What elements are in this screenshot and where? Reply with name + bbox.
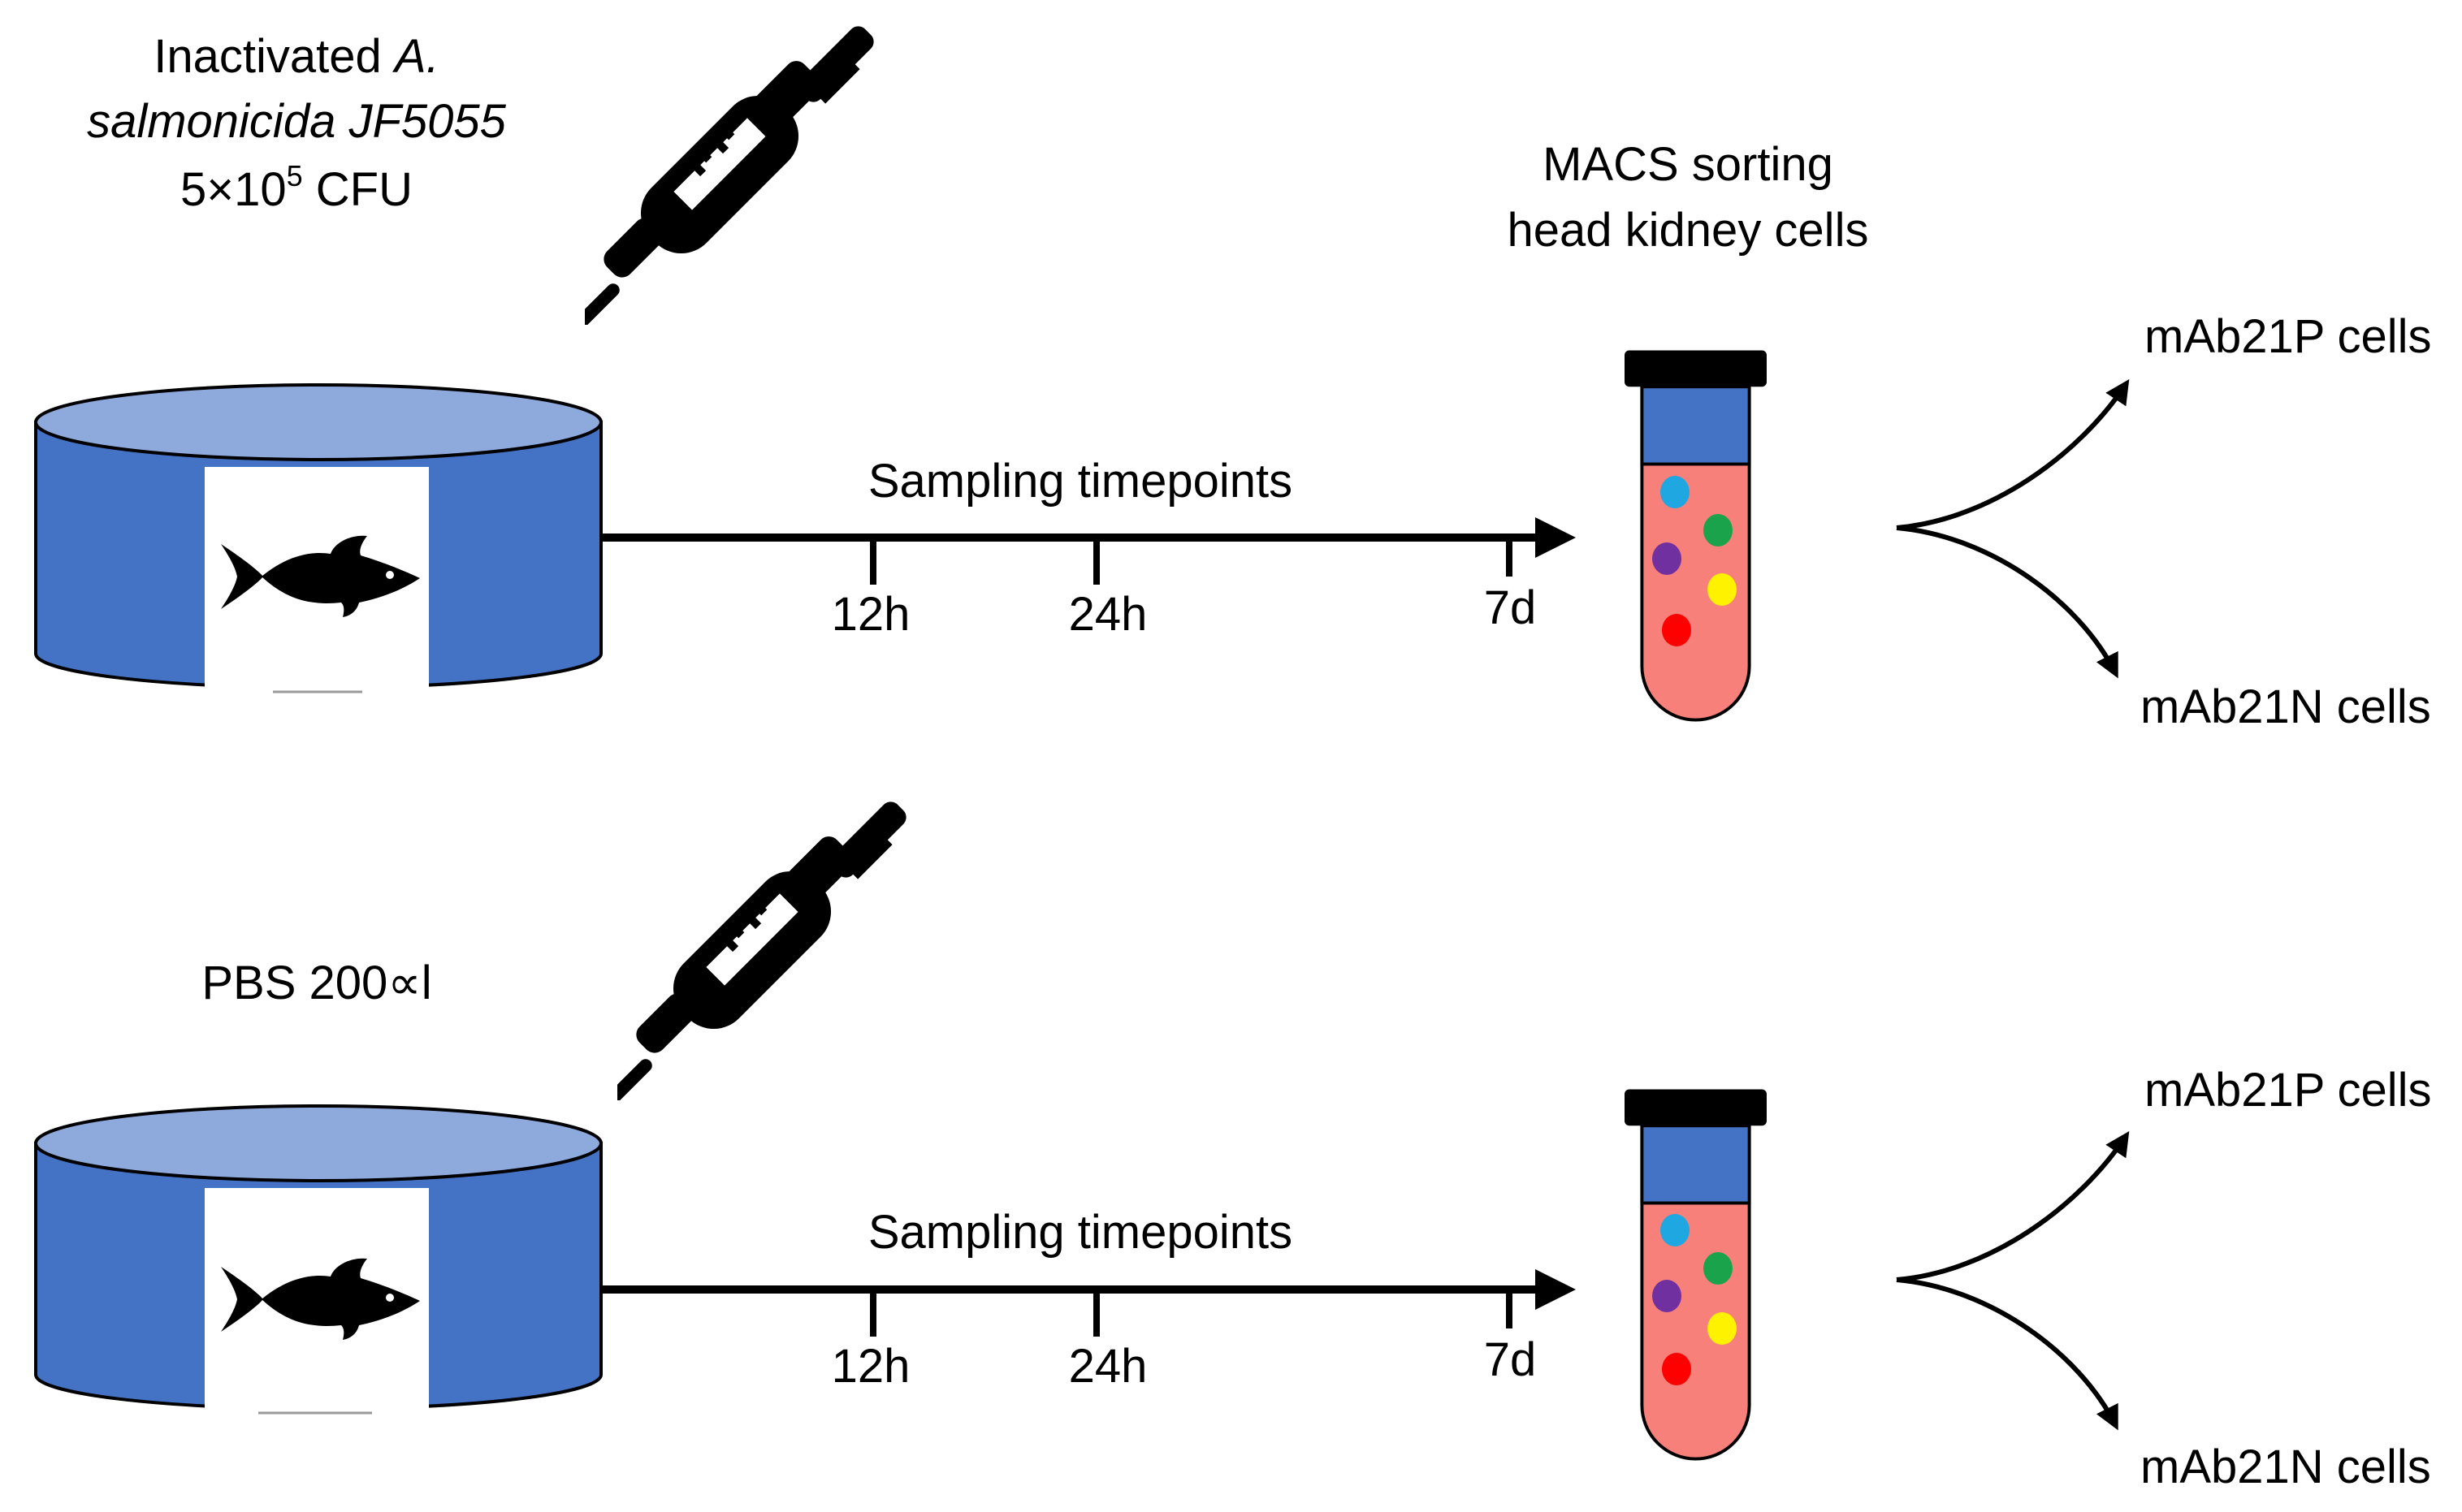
- tick-label-24h: 24h: [1069, 588, 1148, 641]
- output-label-negative: mAb21N cells: [2140, 1441, 2431, 1493]
- syringe-icon: [585, 22, 878, 325]
- cell-dot-cyan: [1660, 1214, 1690, 1246]
- branch-arrow-negative: [1896, 525, 2118, 679]
- tick-label-7d: 7d: [1484, 581, 1537, 634]
- timeline-label: Sampling timepoints: [868, 455, 1292, 508]
- syringe-icon: [617, 797, 911, 1100]
- branch-arrow-positive: [1896, 1130, 2130, 1282]
- cell-dot-green: [1703, 1252, 1733, 1285]
- treatment-text-line1: Inactivated A.: [154, 30, 439, 83]
- branch-arrow-positive: [1896, 378, 2130, 530]
- output-label-negative: mAb21N cells: [2140, 680, 2431, 733]
- bottom-group: PBS 200∝l Sampling timepoints 12h 24h 7d…: [34, 797, 2432, 1493]
- timeline-label: Sampling timepoints: [868, 1206, 1292, 1259]
- treatment-text: PBS 200∝l: [201, 957, 431, 1009]
- cell-dot-red: [1662, 614, 1691, 646]
- sorting-text-line2: head kidney cells: [1508, 204, 1869, 257]
- cell-dot-cyan: [1660, 476, 1690, 508]
- cell-dot-red: [1662, 1353, 1691, 1385]
- tank-icon: [34, 383, 603, 700]
- test-tube-icon: [1625, 348, 1767, 722]
- output-label-positive: mAb21P cells: [2144, 310, 2432, 363]
- top-group: Inactivated A. salmonicida JF5055 5×105 …: [34, 22, 2432, 733]
- sorting-text-line1: MACS sorting: [1543, 138, 1833, 191]
- cell-dot-yellow: [1707, 573, 1737, 606]
- treatment-text-line3: 5×105 CFU: [180, 159, 413, 216]
- tank-icon: [34, 1104, 603, 1421]
- branch-arrow-negative: [1896, 1277, 2118, 1431]
- tick-label-24h: 24h: [1069, 1340, 1148, 1393]
- tick-label-12h: 12h: [832, 1340, 911, 1393]
- cell-dot-green: [1703, 514, 1733, 546]
- tick-label-12h: 12h: [832, 588, 911, 641]
- output-label-positive: mAb21P cells: [2144, 1064, 2432, 1117]
- test-tube-icon: [1625, 1087, 1767, 1461]
- cell-dot-purple: [1652, 1280, 1681, 1312]
- treatment-text-line2: salmonicida JF5055: [87, 95, 507, 148]
- tick-label-7d: 7d: [1484, 1333, 1537, 1386]
- cell-dot-yellow: [1707, 1312, 1737, 1345]
- cell-dot-purple: [1652, 542, 1681, 575]
